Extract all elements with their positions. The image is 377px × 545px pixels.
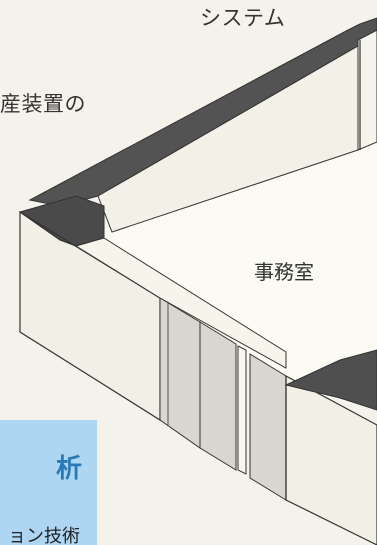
banner-subtitle: ョン技術 bbox=[8, 526, 80, 545]
door-panel-1 bbox=[159, 297, 201, 449]
room-label-office: 事務室 bbox=[254, 260, 314, 284]
door-frame bbox=[237, 345, 247, 475]
door-panel-3 bbox=[249, 353, 287, 501]
heading-line-1: システム bbox=[200, 6, 286, 30]
banner-title: 析 bbox=[56, 454, 83, 484]
section-banner bbox=[0, 420, 97, 545]
right-back-wall bbox=[357, 29, 377, 151]
door-panel-2 bbox=[199, 321, 237, 471]
right-wall-top bbox=[284, 349, 377, 411]
front-wall-top bbox=[74, 237, 287, 369]
room-floor bbox=[76, 142, 377, 410]
heading-line-2: 産装置の bbox=[0, 92, 86, 116]
